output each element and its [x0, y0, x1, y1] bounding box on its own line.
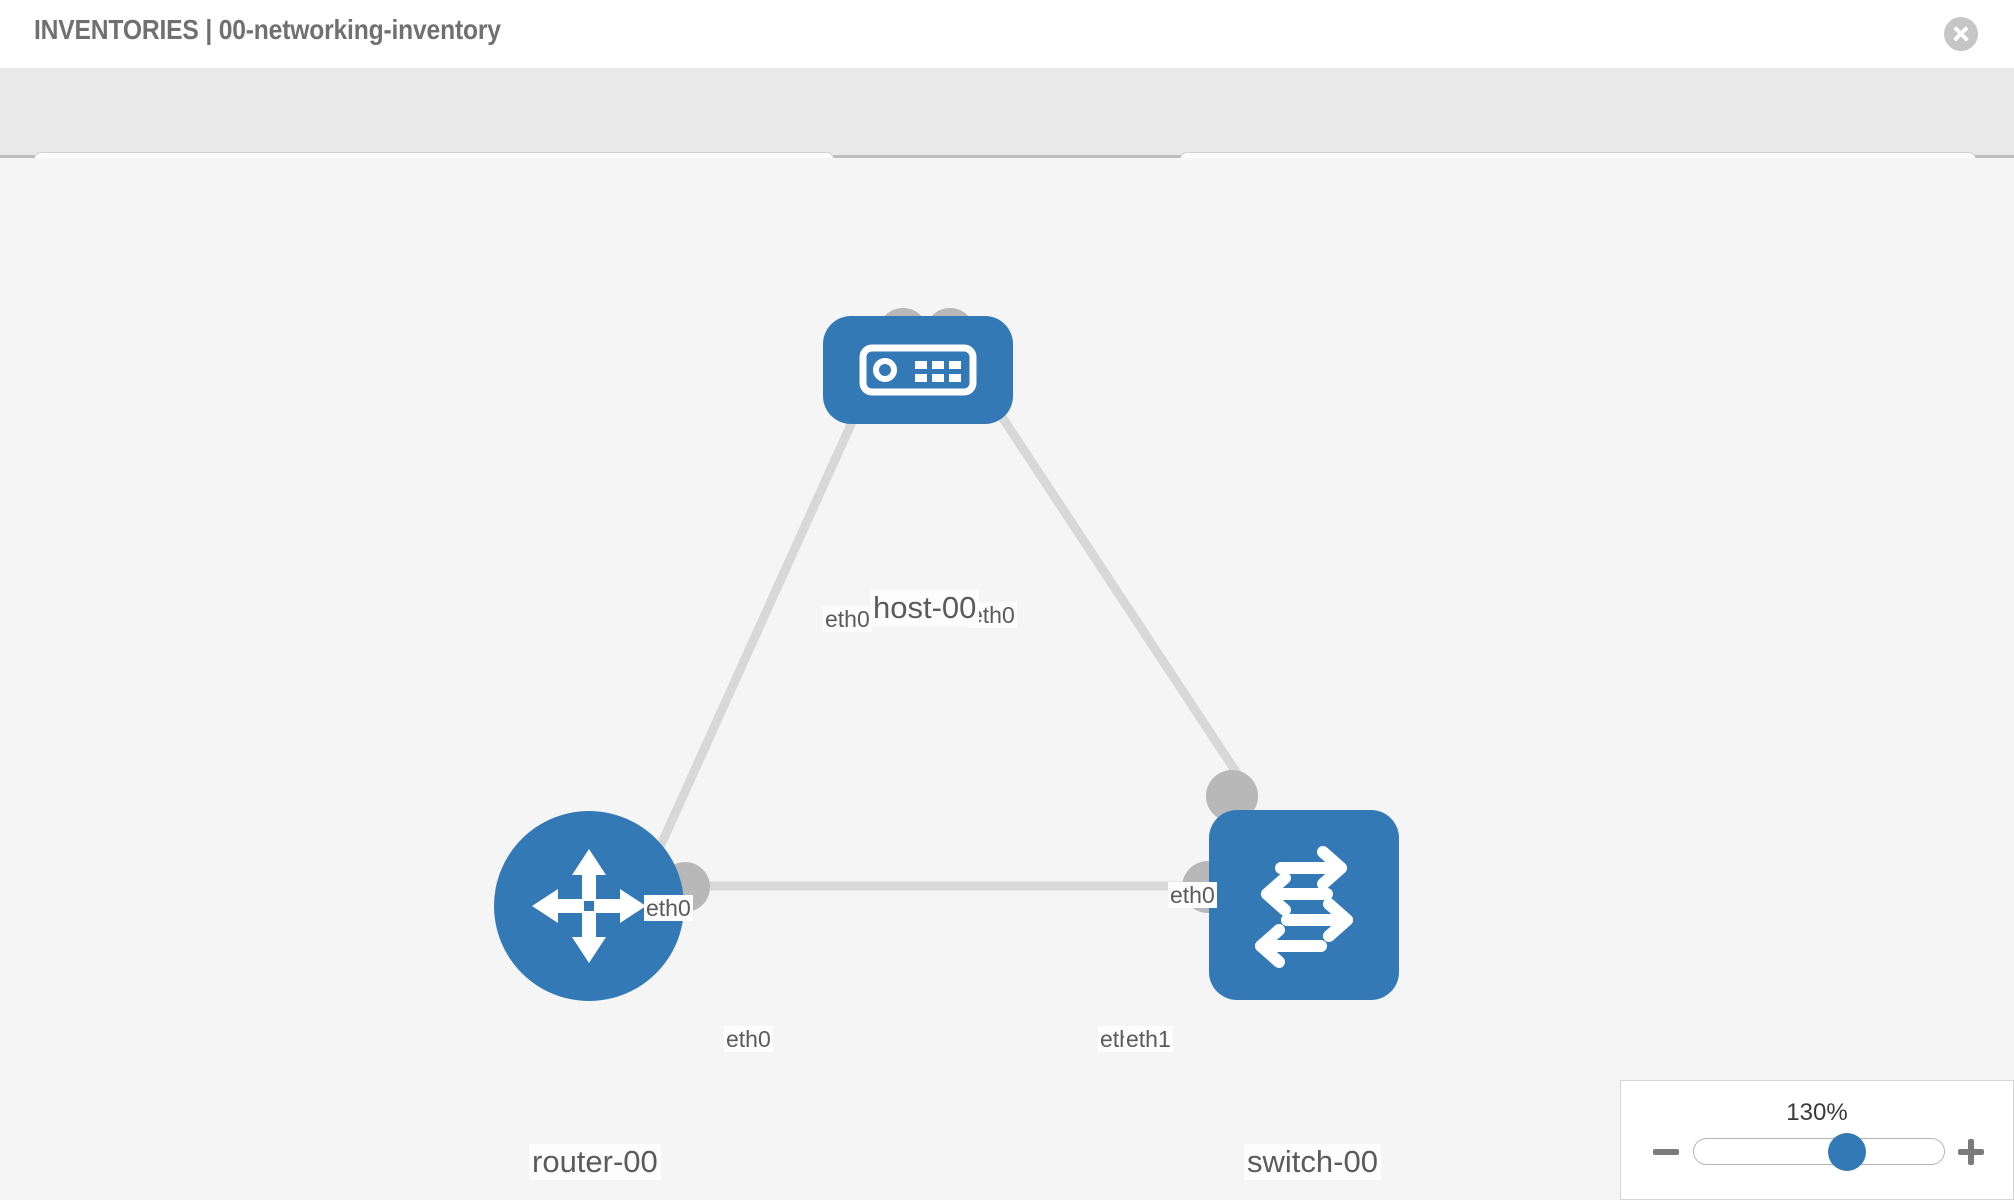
- close-icon[interactable]: [1944, 17, 1978, 51]
- switch-icon: [1255, 846, 1353, 968]
- node-switch-00[interactable]: [1209, 810, 1399, 1000]
- plus-icon-vertical: [1968, 1139, 1974, 1165]
- link-router-host: [650, 336, 895, 860]
- toolbar: ACTIONS SEARCH: [0, 68, 2014, 210]
- header-bar: INVENTORIES | 00-networking-inventory: [0, 0, 2014, 68]
- zoom-out-button[interactable]: [1651, 1137, 1681, 1167]
- edge-label-host-left: eth0: [823, 606, 872, 632]
- host-icon: [859, 344, 977, 396]
- node-label-host-00: host-00: [870, 590, 980, 626]
- minus-icon: [1653, 1149, 1679, 1155]
- page-title: INVENTORIES | 00-networking-inventory: [34, 14, 501, 45]
- zoom-slider[interactable]: [1693, 1133, 1945, 1171]
- router-icon: [532, 849, 646, 963]
- edge-label-router-right: eth0: [724, 1026, 773, 1052]
- zoom-level-label: 130%: [1786, 1099, 1848, 1126]
- edge-label-router-up: eth0: [644, 895, 693, 921]
- node-host-00[interactable]: [823, 316, 1013, 424]
- edge-label-switch-up: eth0: [1168, 882, 1217, 908]
- topology-canvas[interactable]: eth0 eth0 eth0 eth0 eth0 eth1 eth1 host-…: [0, 158, 2014, 1200]
- zoom-control-panel: 130%: [1620, 1080, 2014, 1200]
- zoom-in-button[interactable]: [1956, 1137, 1986, 1167]
- node-label-switch-00: switch-00: [1244, 1144, 1381, 1180]
- zoom-slider-handle[interactable]: [1828, 1133, 1866, 1171]
- edge-label-switch-left-over: eth1: [1124, 1026, 1173, 1052]
- topology-links: [650, 335, 1244, 891]
- node-label-router-00: router-00: [529, 1144, 661, 1180]
